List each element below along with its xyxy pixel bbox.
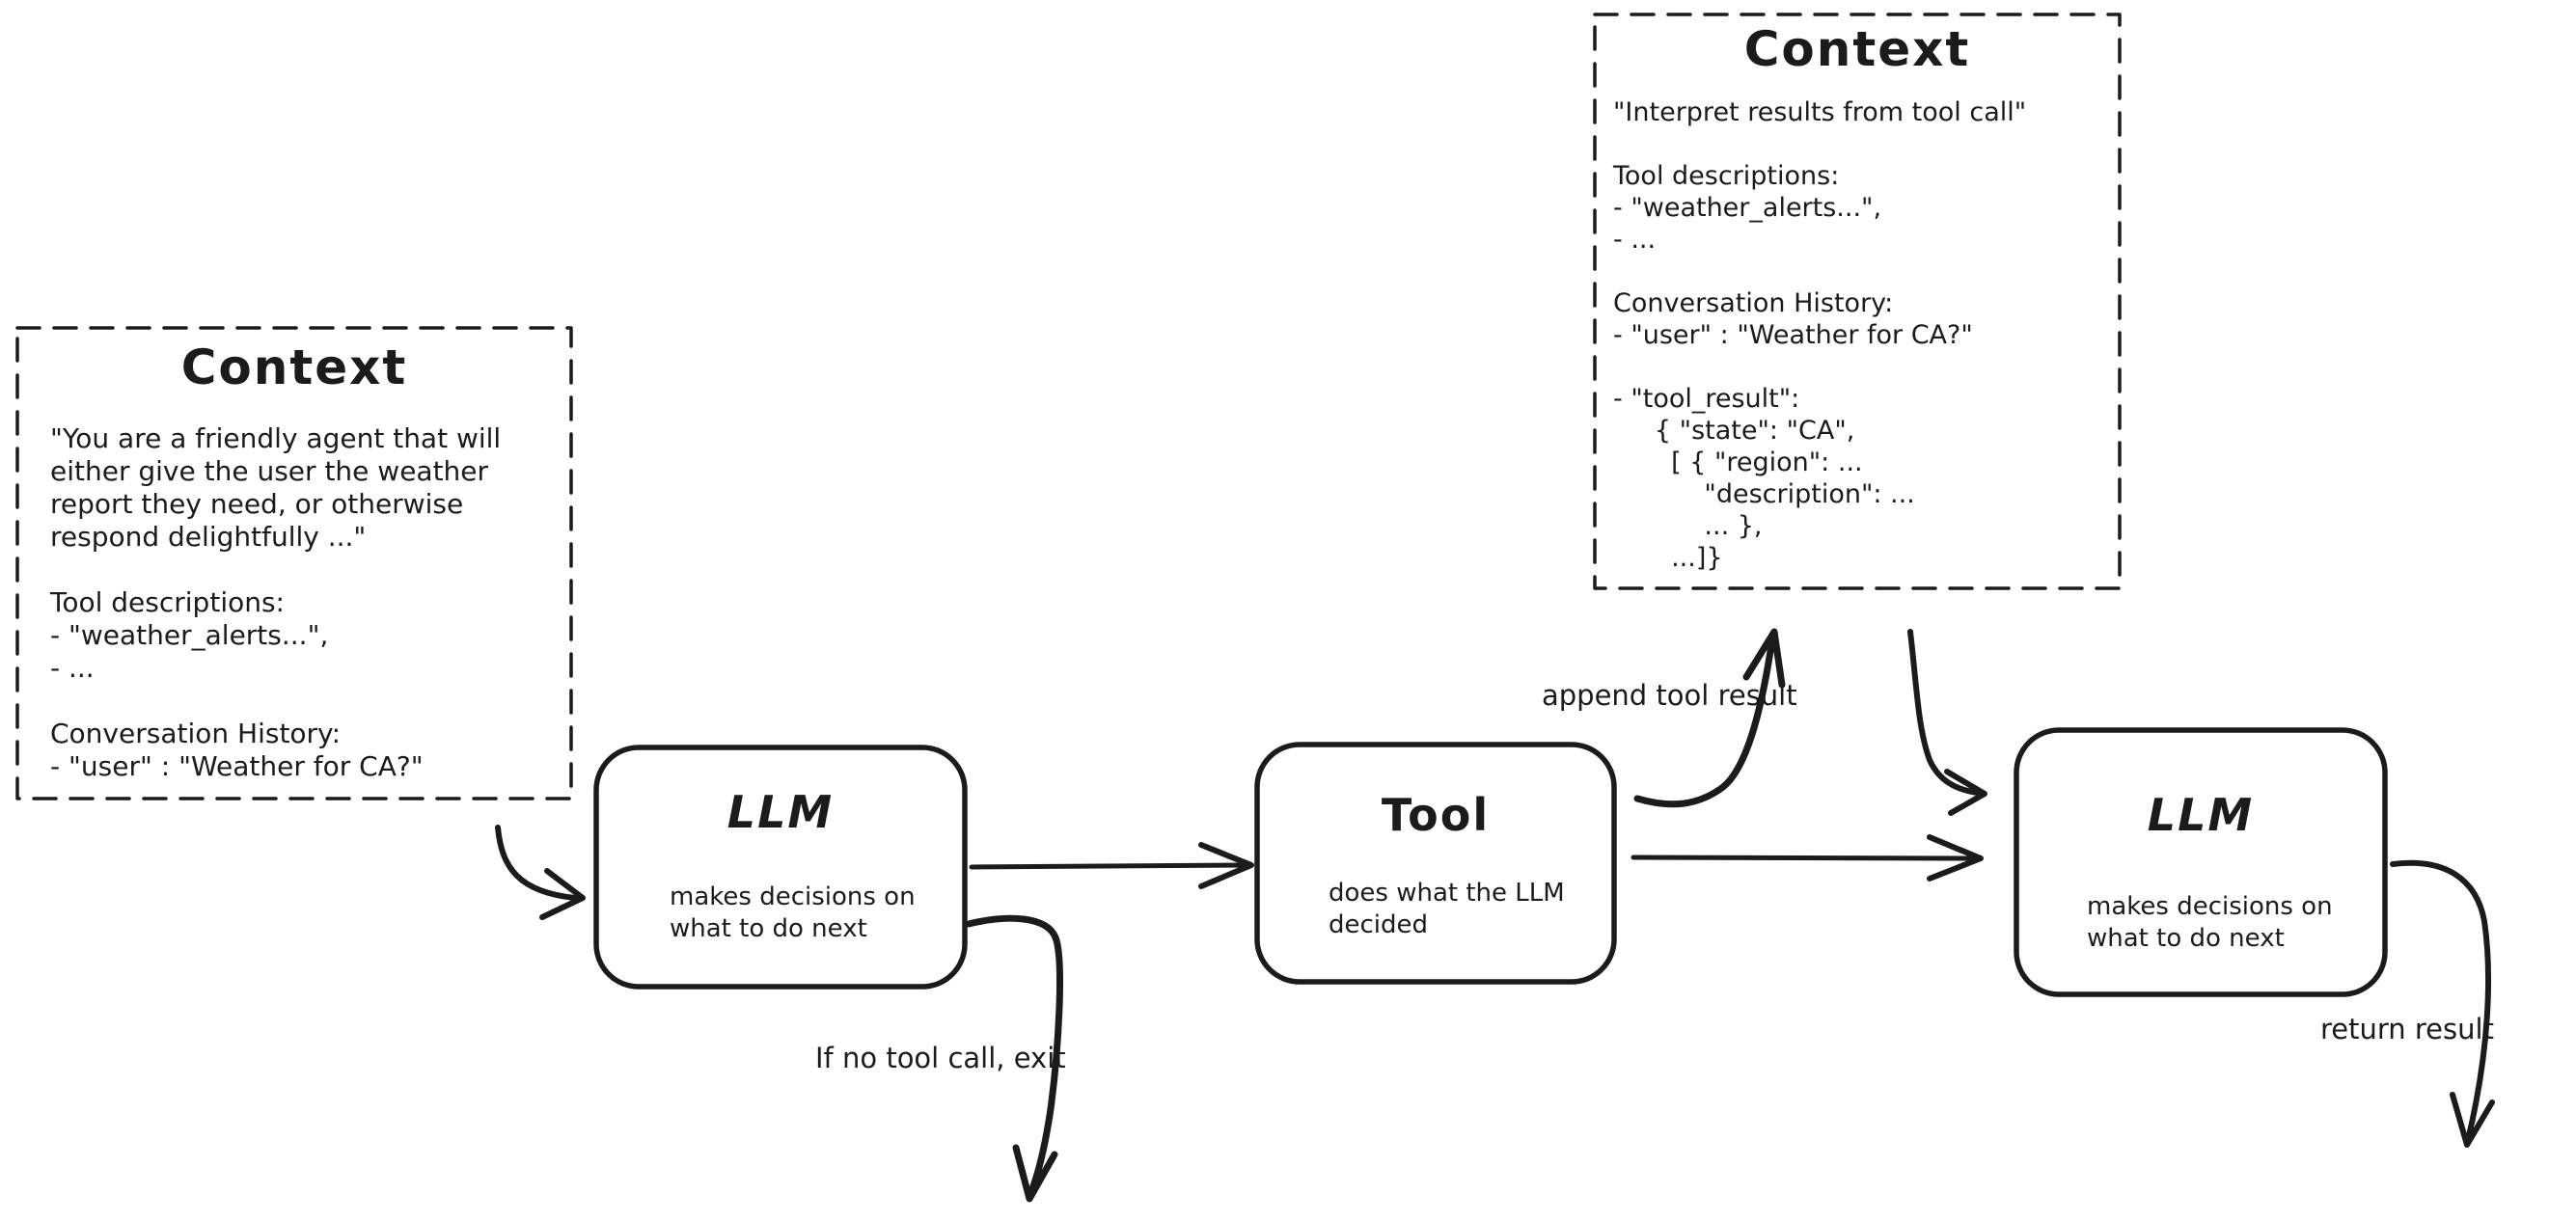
arrowhead-tool-to-llm2 — [1927, 834, 1984, 882]
arrow-context2-to-llm2 — [1907, 629, 1981, 796]
arrowhead-llm1-to-tool — [1198, 842, 1254, 889]
llm-node-1-title: LLM — [726, 786, 835, 838]
label-no-tool-call-exit: If no tool call, exit — [815, 1042, 1066, 1074]
context-box-1-title: Context — [180, 339, 408, 395]
arrowhead-llm1-exit — [1012, 1144, 1058, 1203]
arrow-llm2-return — [2390, 859, 2492, 1143]
label-append-tool-result: append tool result — [1542, 679, 1797, 712]
context-box-1-border — [15, 326, 573, 800]
llm-node-1-border — [593, 745, 968, 990]
tool-node-border — [1254, 742, 1617, 985]
context-box-1: Context — [17, 339, 571, 395]
arrow-context1-to-llm1 — [495, 825, 578, 901]
arrow-llm1-to-tool — [969, 862, 1249, 870]
llm-node-2-title: LLM — [2147, 789, 2255, 841]
arrow-tool-to-context2 — [1633, 635, 1776, 808]
llm-node-1-subtitle: makes decisions on what to do next — [670, 882, 916, 943]
context-box-2-body: "Interpret results from tool call" Tool … — [1613, 97, 2027, 573]
tool-node-title: Tool — [1381, 789, 1491, 841]
arrow-tool-to-llm2 — [1631, 855, 1979, 861]
llm-node-2-subtitle: makes decisions on what to do next — [2087, 892, 2333, 953]
tool-node-subtitle: does what the LLM decided — [1329, 879, 1565, 939]
context-box-2-border — [1593, 13, 2122, 590]
context-box-2: Context — [1595, 21, 2120, 77]
llm-node-2-border — [2014, 727, 2388, 997]
arrowhead-tool-to-context2 — [1742, 628, 1786, 689]
context-box-2-title: Context — [1743, 21, 1971, 77]
arrowhead-llm2-return — [2450, 1092, 2495, 1148]
llm-node-2: LLM — [2016, 789, 2385, 841]
arrowhead-context1-to-llm1 — [539, 868, 586, 920]
context-box-1-body: "You are a friendly agent that will eith… — [50, 422, 502, 782]
arrow-llm1-exit — [965, 914, 1063, 1198]
llm-node-1: LLM — [596, 786, 965, 838]
tool-node: Tool — [1257, 789, 1614, 841]
label-return-result: return result — [2320, 1013, 2494, 1045]
arrowhead-context2-to-llm2 — [1944, 769, 1987, 816]
